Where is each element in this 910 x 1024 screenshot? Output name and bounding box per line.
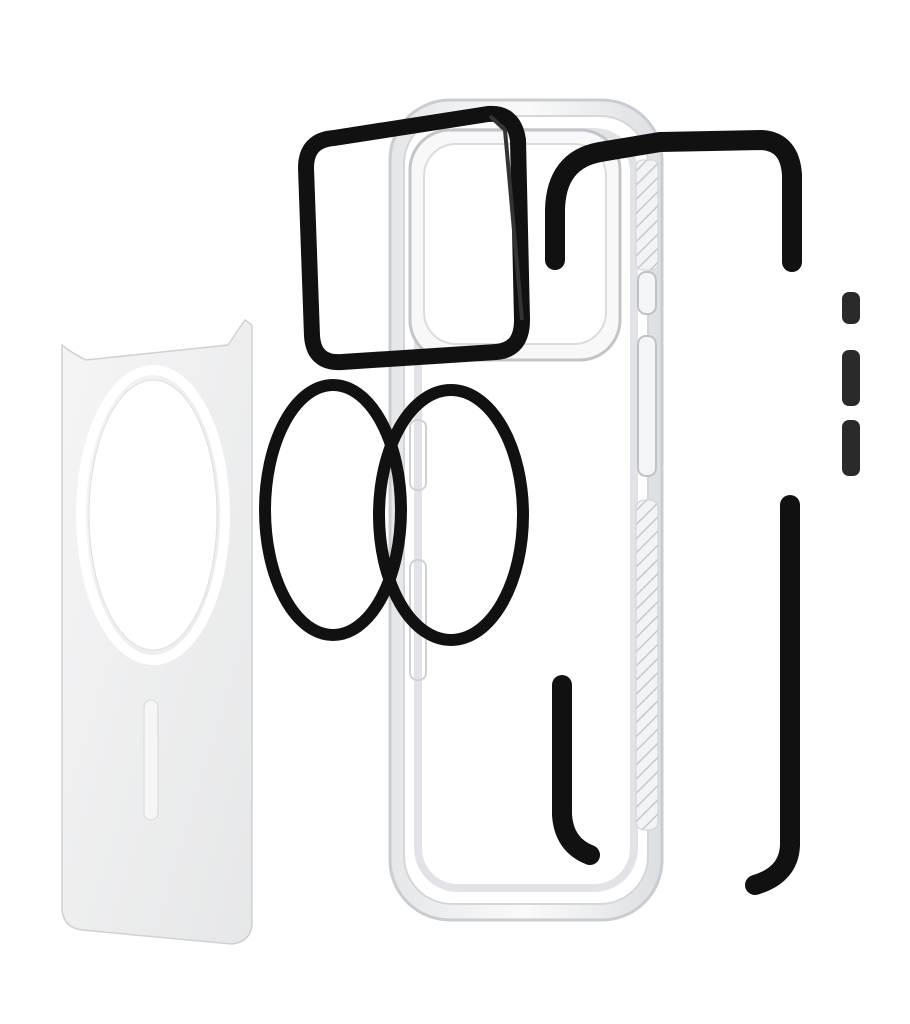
bumper-strip-right (745, 495, 800, 895)
camera-ring (298, 105, 530, 371)
button-cover-volume-down (842, 420, 860, 476)
magnet-ring-left (259, 379, 407, 641)
bumper-strip-bottom-inner (552, 675, 600, 865)
frosted-back-plate (61, 318, 253, 945)
button-cover-volume-up (842, 350, 860, 406)
bumper-strip-top (545, 130, 802, 272)
button-cover-power (842, 292, 860, 324)
magnet-ring-right (373, 384, 529, 646)
